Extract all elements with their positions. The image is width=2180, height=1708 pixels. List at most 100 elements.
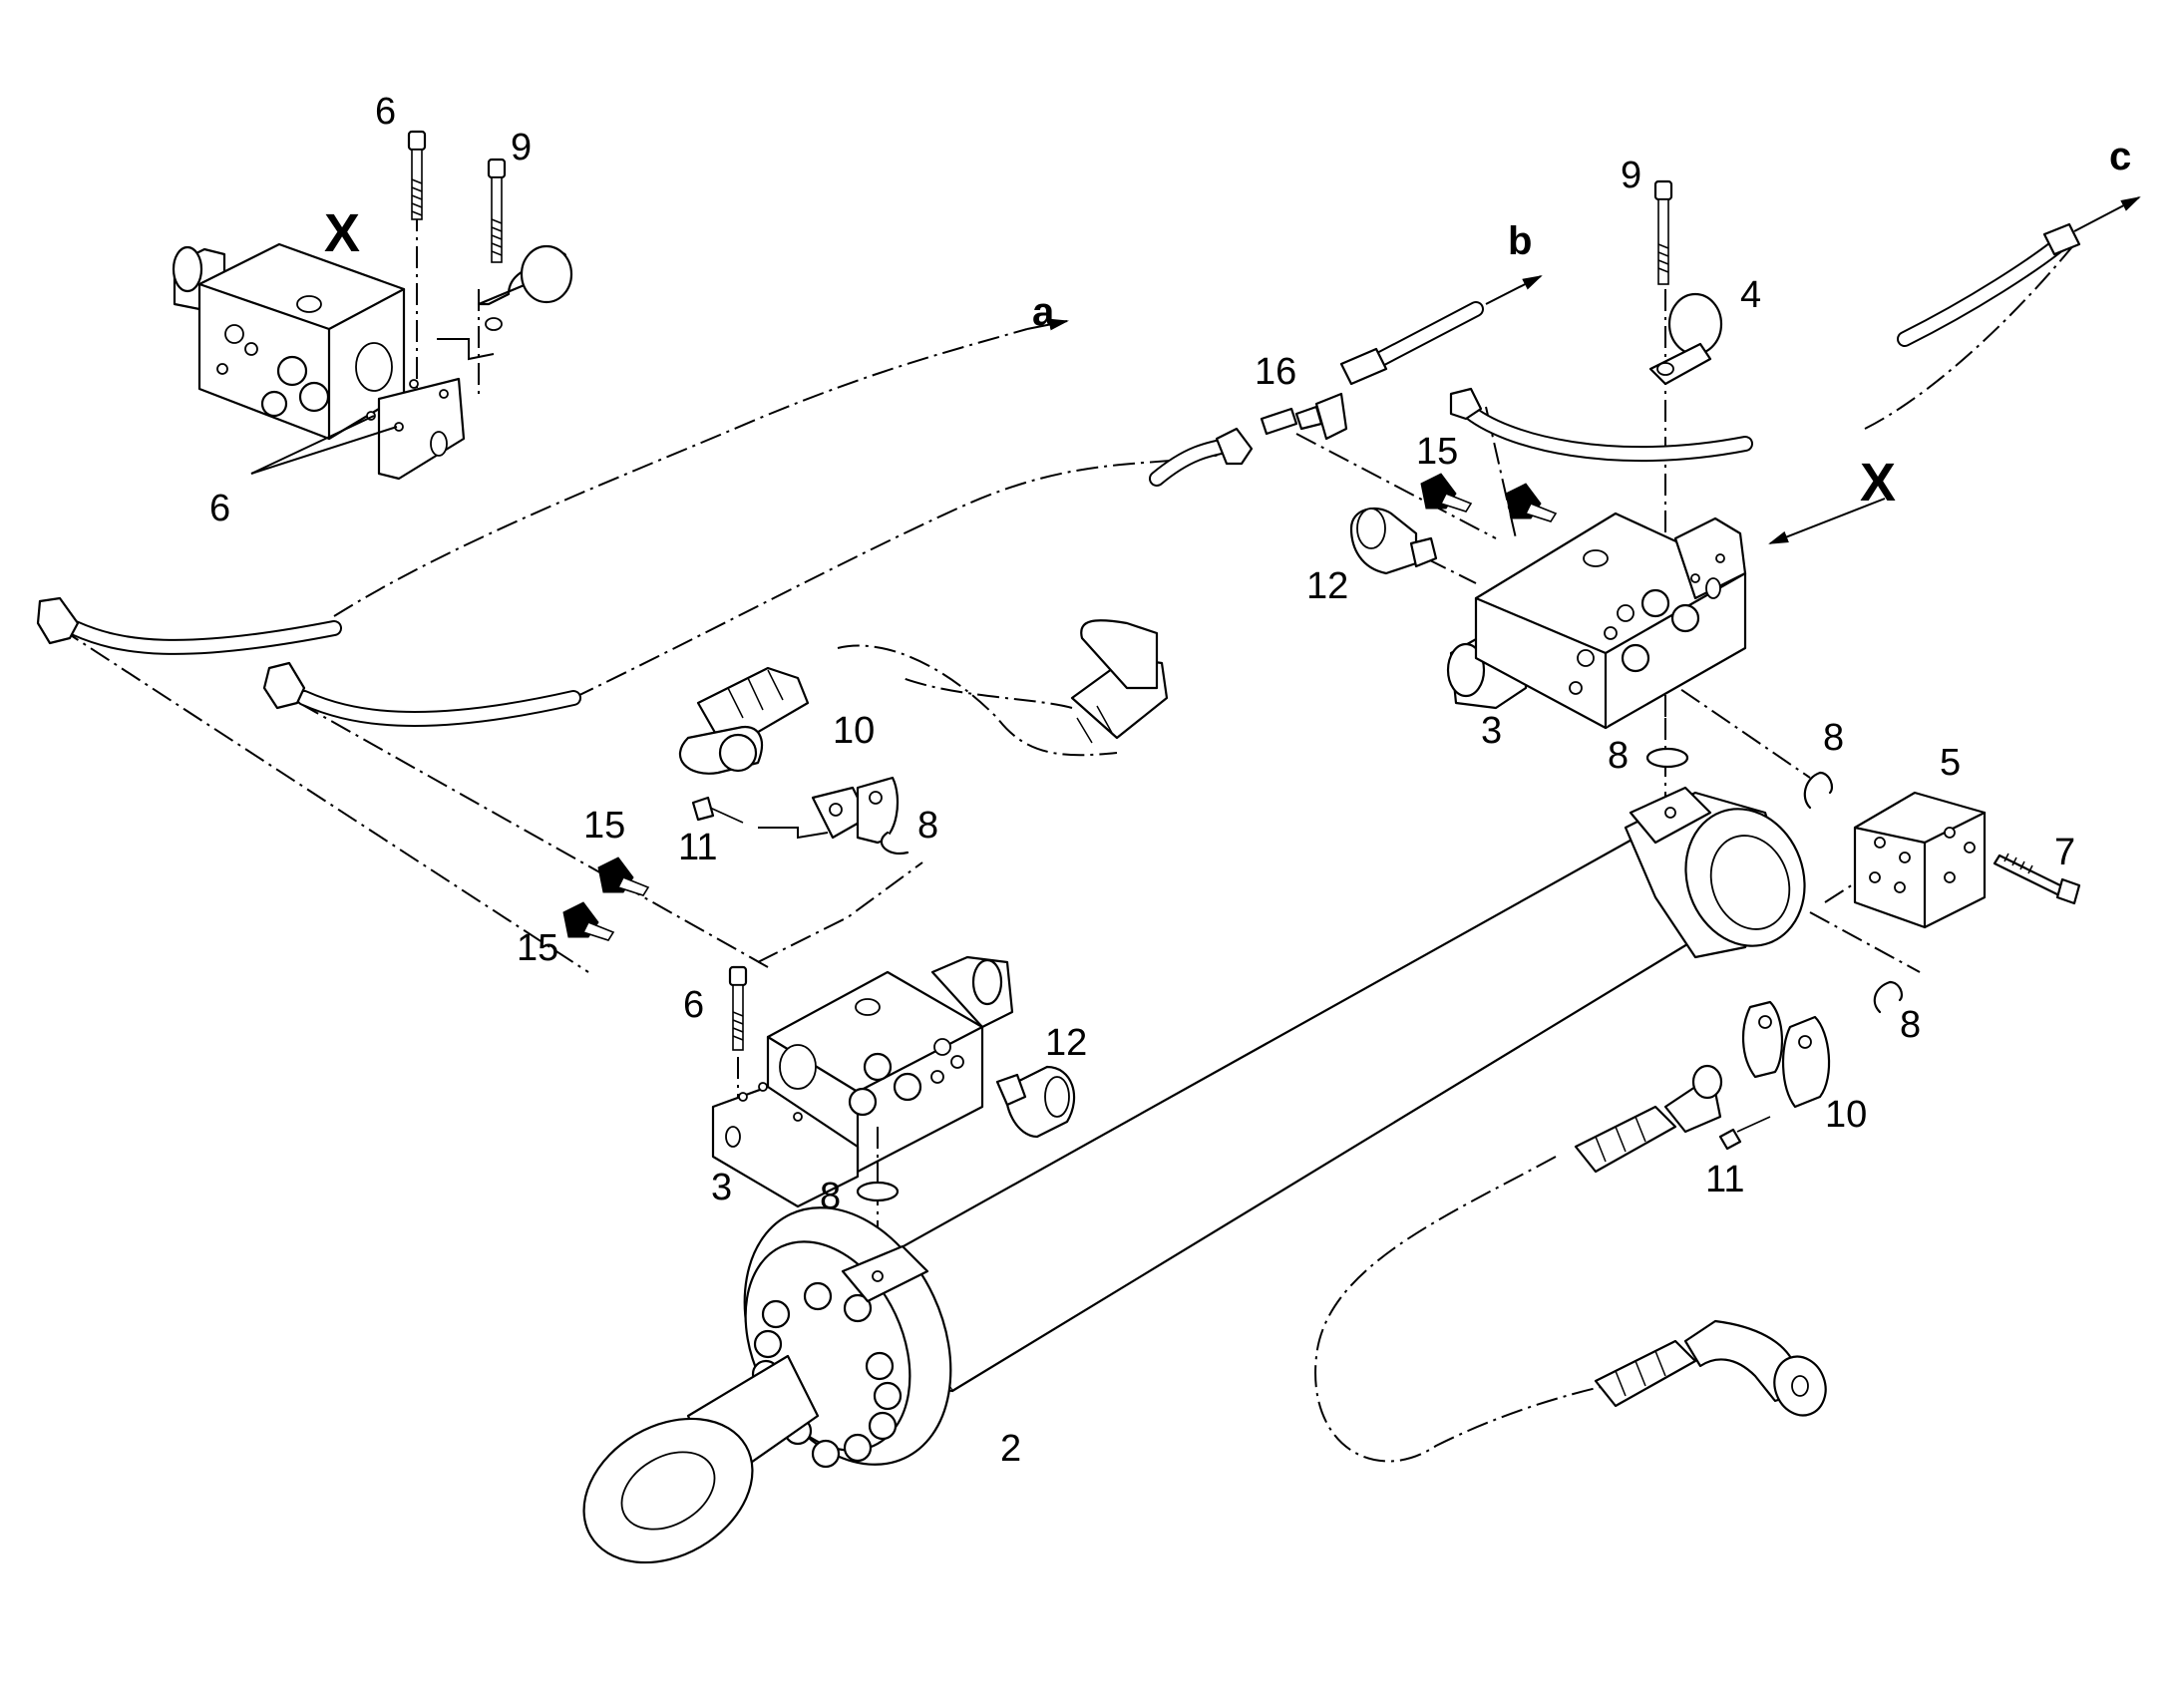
valve-block-top-left — [172, 242, 495, 481]
mount-bore — [430, 431, 448, 457]
bracket-line — [758, 827, 829, 840]
label-part-4: 4 — [1740, 274, 1761, 316]
route-fitting-mid — [902, 677, 1073, 709]
hose-left-1-fill — [69, 622, 340, 653]
hex-plug-icon — [848, 1087, 878, 1117]
rear-eye-bore — [1709, 835, 1791, 930]
label-part-8-right-top: 8 — [1823, 717, 1844, 759]
label-part-6-top: 6 — [375, 91, 396, 133]
pipe-clip-hole — [485, 317, 503, 331]
top-plug-icon — [1583, 549, 1609, 567]
hose-fitting-icon — [2042, 222, 2081, 256]
label-part-15-left-top: 15 — [583, 805, 625, 847]
hex-plug-icon — [893, 1072, 922, 1102]
flange-face — [1691, 1064, 1723, 1100]
bolt-head-icon — [1718, 1128, 1742, 1151]
hose-fitting-icon — [36, 596, 80, 645]
flange-face — [718, 733, 758, 773]
port-hole — [1944, 871, 1956, 883]
cylinder-barrel — [866, 836, 1717, 1393]
leader-right-16 — [1295, 433, 1497, 539]
bolt-head-icon — [407, 130, 427, 152]
fitting-15-thread — [616, 875, 650, 896]
hose-fitting-icon — [262, 661, 306, 710]
label-part-15-right: 15 — [1416, 431, 1458, 473]
port-hole — [1899, 852, 1911, 863]
bolt-head-icon — [691, 796, 715, 822]
right-fittings-15 — [1420, 473, 1558, 522]
port-hole — [1894, 881, 1906, 893]
port-hole — [1664, 807, 1676, 819]
flange-bolt-icon — [865, 1351, 895, 1381]
port-hole — [1604, 626, 1618, 640]
flange-hole — [1758, 1015, 1772, 1029]
leader-left-15-top — [298, 702, 769, 968]
label-part-8-left-block: 8 — [917, 805, 938, 847]
view-x-arrow — [1768, 498, 1886, 544]
label-view-x-top: X — [324, 203, 360, 263]
mount-hole — [439, 389, 449, 399]
mount-hole — [758, 1082, 768, 1092]
mount-bore — [725, 1126, 741, 1148]
flange-bolt-icon — [753, 1329, 783, 1359]
hex-plug-icon — [1621, 643, 1650, 673]
valve-block-mount — [377, 377, 466, 481]
side-port-icon — [355, 342, 393, 392]
flange-bolt-icon — [761, 1299, 791, 1329]
leader-6-a — [250, 415, 375, 475]
hose-elbow-fitting — [1080, 619, 1159, 690]
hose-spiral-guard — [1574, 1105, 1677, 1174]
bolt-thread — [411, 178, 423, 216]
bolt-head-icon — [1653, 179, 1673, 201]
label-part-5: 5 — [1940, 742, 1961, 784]
route-left-mid — [572, 453, 1228, 699]
arrow-a — [1026, 318, 1069, 331]
label-part-11-right: 11 — [1705, 1159, 1744, 1200]
label-part-12-left: 12 — [1045, 1022, 1087, 1064]
label-part-7: 7 — [2054, 832, 2075, 873]
arrow-c — [2073, 196, 2141, 232]
label-view-x-right: X — [1860, 453, 1896, 512]
leader-left-15-bottom — [59, 627, 589, 973]
mount-hole — [793, 1112, 803, 1122]
port-hole — [216, 363, 228, 375]
head-port-block — [841, 1244, 929, 1303]
pipe-clip-ring — [1667, 292, 1723, 356]
hex-plug-icon — [863, 1052, 893, 1082]
flange-hole — [1798, 1035, 1812, 1049]
snap-ring-icon — [1803, 771, 1834, 810]
adapter-block-5 — [1853, 791, 1987, 929]
mount-hole — [409, 379, 419, 389]
valve-block-top-edge — [197, 282, 331, 331]
hose-fitting-icon — [1339, 347, 1388, 386]
valve-block-top-edge — [1474, 596, 1608, 655]
port-hole — [1944, 827, 1956, 839]
label-part-11-left: 11 — [678, 827, 717, 868]
spiral-guard-wire — [1595, 1116, 1646, 1163]
plug-12-face — [1356, 508, 1386, 549]
bolt-head-icon — [728, 965, 748, 987]
flange-bolt-icon — [803, 1281, 833, 1311]
label-arrow-b: b — [1508, 219, 1532, 263]
right-components — [1574, 771, 2081, 1417]
bolt-thread — [732, 1011, 744, 1041]
left-fittings-15 — [562, 856, 650, 941]
port-hole — [1869, 871, 1881, 883]
mount-hole — [1690, 573, 1700, 583]
mount-hole — [738, 1092, 748, 1102]
port-hole — [933, 1038, 951, 1056]
valve-block-right — [1349, 498, 1886, 769]
hex-plug-icon — [1640, 588, 1670, 618]
label-part-2: 2 — [1000, 1428, 1021, 1470]
label-part-9-right: 9 — [1621, 155, 1641, 196]
plug-12-stem — [1409, 536, 1438, 568]
top-right-hoses — [1260, 222, 2081, 463]
valve-spool-cap — [172, 245, 203, 293]
label-part-10-right: 10 — [1825, 1094, 1867, 1136]
hose-fitting-icon — [1449, 387, 1483, 421]
label-arrow-c: c — [2109, 135, 2131, 178]
flange-bolt-icon — [843, 1293, 873, 1323]
bolt-shank — [1657, 198, 1669, 285]
port-hole — [950, 1055, 964, 1069]
